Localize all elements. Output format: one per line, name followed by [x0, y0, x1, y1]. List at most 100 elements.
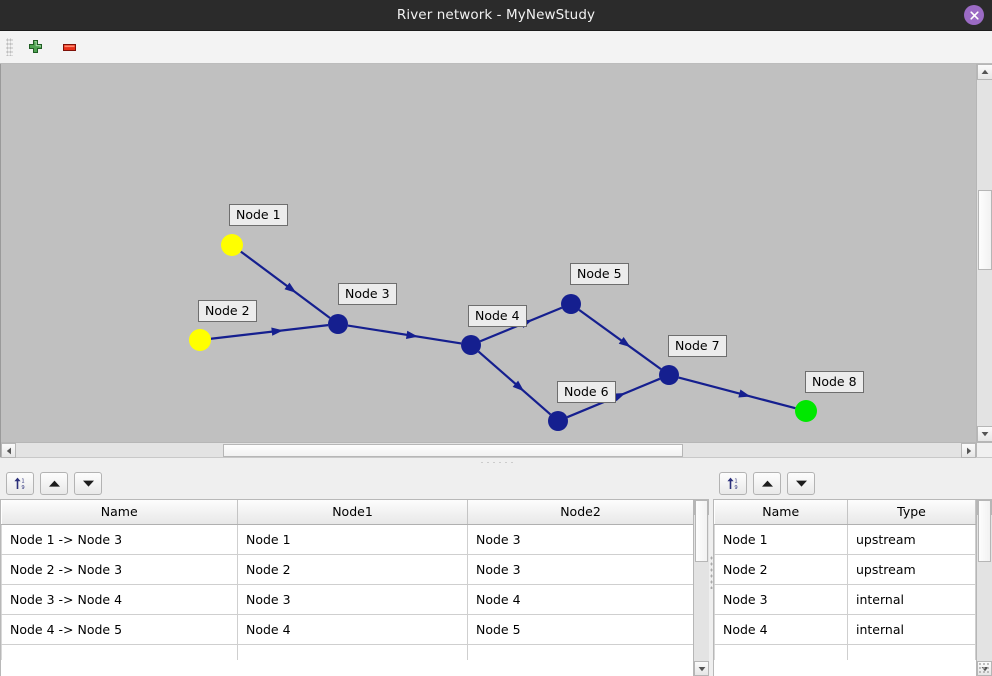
- nodes-move-up-button[interactable]: [753, 471, 781, 495]
- reaches-cell[interactable]: [237, 644, 468, 660]
- graph-node-node-6[interactable]: [548, 411, 568, 431]
- scroll-down-button[interactable]: [977, 426, 992, 442]
- scroll-left-button[interactable]: [1, 443, 16, 458]
- graph-edge[interactable]: [578, 308, 662, 371]
- reaches-cell[interactable]: Node 1 -> Node 3: [1, 524, 238, 555]
- reaches-cell[interactable]: Node 5: [467, 614, 693, 645]
- nodes-cell[interactable]: upstream: [847, 554, 976, 585]
- table-row[interactable]: [714, 644, 976, 660]
- graph-node-node-1[interactable]: [221, 234, 243, 256]
- nodes-cell[interactable]: [847, 644, 976, 660]
- node-label-node-7[interactable]: Node 7: [668, 335, 727, 357]
- chevron-right-icon: [966, 447, 971, 454]
- reaches-column-header[interactable]: Name: [1, 500, 238, 525]
- node-label-node-8[interactable]: Node 8: [805, 371, 864, 393]
- nodes-column-header[interactable]: Name: [714, 500, 848, 525]
- toolbar-drag-handle[interactable]: [6, 38, 13, 56]
- nodes-vertical-scrollbar[interactable]: [976, 499, 992, 676]
- graph-node-node-8[interactable]: [795, 400, 817, 422]
- scroll-right-button[interactable]: [961, 443, 976, 458]
- reaches-move-up-button[interactable]: [40, 471, 68, 495]
- reaches-vertical-scrollbar[interactable]: [693, 499, 709, 676]
- nodes-cell[interactable]: upstream: [847, 524, 976, 555]
- window-resize-grip[interactable]: [978, 662, 990, 674]
- nodes-move-down-button[interactable]: [787, 471, 815, 495]
- scrollbar-thumb[interactable]: [978, 190, 992, 270]
- node-label-node-2[interactable]: Node 2: [198, 300, 257, 322]
- table-row[interactable]: [1, 644, 693, 660]
- graph-node-node-4[interactable]: [461, 335, 481, 355]
- nodes-column-header[interactable]: Type: [847, 500, 976, 525]
- scrollbar-thumb[interactable]: [695, 500, 708, 562]
- node-label-node-5[interactable]: Node 5: [570, 263, 629, 285]
- node-label-node-4[interactable]: Node 4: [468, 305, 527, 327]
- graph-edge[interactable]: [477, 350, 552, 416]
- nodes-cell[interactable]: internal: [847, 584, 976, 615]
- arrow-up-icon: [48, 480, 60, 487]
- network-canvas[interactable]: Node 1 Node 2 Node 3 Node 4 Node 5 Node 6 Node…: [1, 64, 976, 442]
- nodes-cell[interactable]: internal: [847, 614, 976, 645]
- node-label-node-1[interactable]: Node 1: [229, 204, 288, 226]
- nodes-cell[interactable]: Node 1: [714, 524, 848, 555]
- horizontal-splitter[interactable]: [0, 457, 992, 467]
- nodes-sort-button[interactable]: 1 9: [719, 471, 747, 495]
- scrollbar-thumb[interactable]: [978, 500, 991, 562]
- graph-nodes: [189, 234, 817, 431]
- close-button[interactable]: [964, 5, 984, 25]
- reaches-cell[interactable]: Node 4 -> Node 5: [1, 614, 238, 645]
- graph-edge[interactable]: [240, 250, 331, 319]
- vertical-splitter[interactable]: [709, 467, 713, 676]
- reaches-sort-button[interactable]: 1 9: [6, 471, 34, 495]
- reaches-cell[interactable]: Node 3: [467, 524, 693, 555]
- nodes-toolbar: 1 9: [713, 467, 992, 499]
- graph-node-node-5[interactable]: [561, 294, 581, 314]
- reaches-cell[interactable]: Node 3: [467, 554, 693, 585]
- graph-node-node-2[interactable]: [189, 329, 211, 351]
- node-label-node-6[interactable]: Node 6: [557, 381, 616, 403]
- nodes-cell[interactable]: Node 2: [714, 554, 848, 585]
- reaches-cell[interactable]: Node 2: [237, 554, 468, 585]
- nodes-cell[interactable]: Node 4: [714, 614, 848, 645]
- reaches-cell[interactable]: Node 3: [237, 584, 468, 615]
- graph-node-node-3[interactable]: [328, 314, 348, 334]
- graph-edge-arrow: [271, 327, 284, 336]
- canvas-vertical-scrollbar[interactable]: [976, 64, 992, 442]
- reaches-column-header[interactable]: Node1: [237, 500, 468, 525]
- reaches-column-header[interactable]: Node2: [467, 500, 693, 525]
- svg-text:9: 9: [21, 485, 24, 491]
- graph-edge[interactable]: [678, 376, 796, 410]
- canvas-horizontal-scrollbar[interactable]: [1, 442, 976, 458]
- reaches-cell[interactable]: Node 4: [237, 614, 468, 645]
- scroll-down-button[interactable]: [694, 661, 709, 676]
- node-label-node-3[interactable]: Node 3: [338, 283, 397, 305]
- reaches-cell[interactable]: [1, 644, 238, 660]
- reaches-cell[interactable]: Node 3 -> Node 4: [1, 584, 238, 615]
- add-node-button[interactable]: [21, 34, 49, 60]
- reaches-move-down-button[interactable]: [74, 471, 102, 495]
- graph-edge[interactable]: [210, 324, 329, 340]
- reaches-cell[interactable]: Node 1: [237, 524, 468, 555]
- nodes-cell[interactable]: Node 3: [714, 584, 848, 615]
- scrollbar-thumb[interactable]: [223, 444, 683, 457]
- reaches-cell[interactable]: Node 2 -> Node 3: [1, 554, 238, 585]
- reaches-cell[interactable]: Node 4: [467, 584, 693, 615]
- nodes-cell[interactable]: [714, 644, 848, 660]
- graph-node-node-7[interactable]: [659, 365, 679, 385]
- scroll-up-button[interactable]: [977, 64, 992, 80]
- graph-edge[interactable]: [347, 324, 462, 345]
- delete-node-button[interactable]: [55, 34, 83, 60]
- reaches-cell[interactable]: [467, 644, 693, 660]
